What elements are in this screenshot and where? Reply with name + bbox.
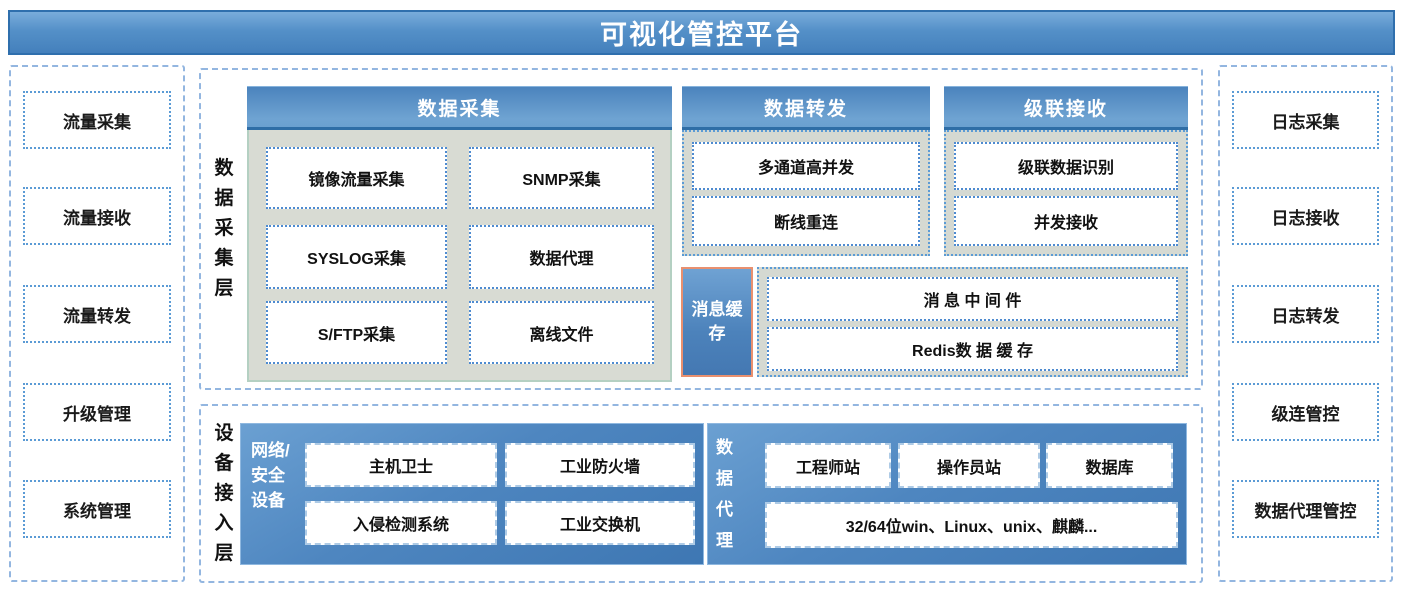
box-snmp-collection: SNMP采集: [469, 147, 654, 209]
group-body-data-forwarding: 多通道高并发 断线重连: [682, 130, 930, 256]
left-item-traffic-receiving: 流量接收: [23, 187, 171, 245]
right-item-log-collection: 日志采集: [1232, 91, 1379, 149]
group-body-cascade-receiving: 级联数据识别 并发接收: [944, 130, 1188, 256]
device-access-layer: 设 备 接 入 层 网络/ 安全 设备 主机卫士 工业防火墙 入侵检测系统 工业…: [199, 404, 1203, 583]
group-header-cascade-receiving: 级联接收: [944, 86, 1188, 130]
box-database: 数据库: [1046, 443, 1173, 488]
box-sftp-collection: S/FTP采集: [266, 301, 447, 364]
message-cache-label-box: 消息缓存: [681, 267, 753, 377]
page-title: 可视化管控平台: [600, 20, 803, 50]
box-engineer-station: 工程师站: [765, 443, 891, 488]
platform-title-bar: 可视化管控平台: [8, 10, 1395, 55]
left-function-panel: 流量采集 流量接收 流量转发 升级管理 系统管理: [9, 65, 185, 582]
box-industrial-firewall: 工业防火墙: [505, 443, 695, 487]
right-item-log-receiving: 日志接收: [1232, 187, 1379, 245]
group-body-message-cache: 消 息 中 间 件 Redis数 据 缓 存: [757, 267, 1188, 377]
left-item-traffic-forwarding: 流量转发: [23, 285, 171, 343]
right-function-panel: 日志采集 日志接收 日志转发 级连管控 数据代理管控: [1218, 65, 1393, 582]
box-message-middleware: 消 息 中 间 件: [767, 277, 1178, 321]
box-cascade-data-identify: 级联数据识别: [954, 142, 1178, 190]
left-item-system-management: 系统管理: [23, 480, 171, 538]
box-redis-data-cache: Redis数 据 缓 存: [767, 327, 1178, 371]
box-mirror-traffic-collection: 镜像流量采集: [266, 147, 447, 209]
box-intrusion-detection: 入侵检测系统: [305, 501, 497, 545]
data-agent-label: 数 据 代 理: [716, 438, 733, 550]
data-collection-layer: 数 据 采 集 层 数据采集 镜像流量采集 SNMP采集 SYSLOG采集 数据…: [199, 68, 1203, 390]
box-os-platforms: 32/64位win、Linux、unix、麒麟...: [765, 502, 1178, 548]
network-security-panel: 网络/ 安全 设备 主机卫士 工业防火墙 入侵检测系统 工业交换机: [240, 423, 704, 565]
network-security-label: 网络/ 安全 设备: [251, 441, 290, 510]
box-operator-station: 操作员站: [898, 443, 1040, 488]
left-item-upgrade-management: 升级管理: [23, 383, 171, 441]
right-item-data-agent-control: 数据代理管控: [1232, 480, 1379, 538]
group-header-data-collection: 数据采集: [247, 86, 672, 130]
box-syslog-collection: SYSLOG采集: [266, 225, 447, 289]
box-concurrent-receiving: 并发接收: [954, 196, 1178, 246]
left-item-traffic-collection: 流量采集: [23, 91, 171, 149]
box-data-agent: 数据代理: [469, 225, 654, 289]
data-agent-panel: 数 据 代 理 工程师站 操作员站 数据库 32/64位win、Linux、un…: [707, 423, 1187, 565]
box-industrial-switch: 工业交换机: [505, 501, 695, 545]
right-item-cascade-control: 级连管控: [1232, 383, 1379, 441]
box-multichannel-concurrency: 多通道高并发: [692, 142, 920, 190]
group-body-data-collection: 镜像流量采集 SNMP采集 SYSLOG采集 数据代理 S/FTP采集 离线文件: [247, 130, 672, 382]
layer-label-data-collection: 数 据 采 集 层: [214, 158, 234, 299]
box-offline-file: 离线文件: [469, 301, 654, 364]
box-host-guard: 主机卫士: [305, 443, 497, 487]
right-item-log-forwarding: 日志转发: [1232, 285, 1379, 343]
box-reconnect: 断线重连: [692, 196, 920, 246]
group-header-data-forwarding: 数据转发: [682, 86, 930, 130]
layer-label-device-access: 设 备 接 入 层: [214, 422, 234, 564]
